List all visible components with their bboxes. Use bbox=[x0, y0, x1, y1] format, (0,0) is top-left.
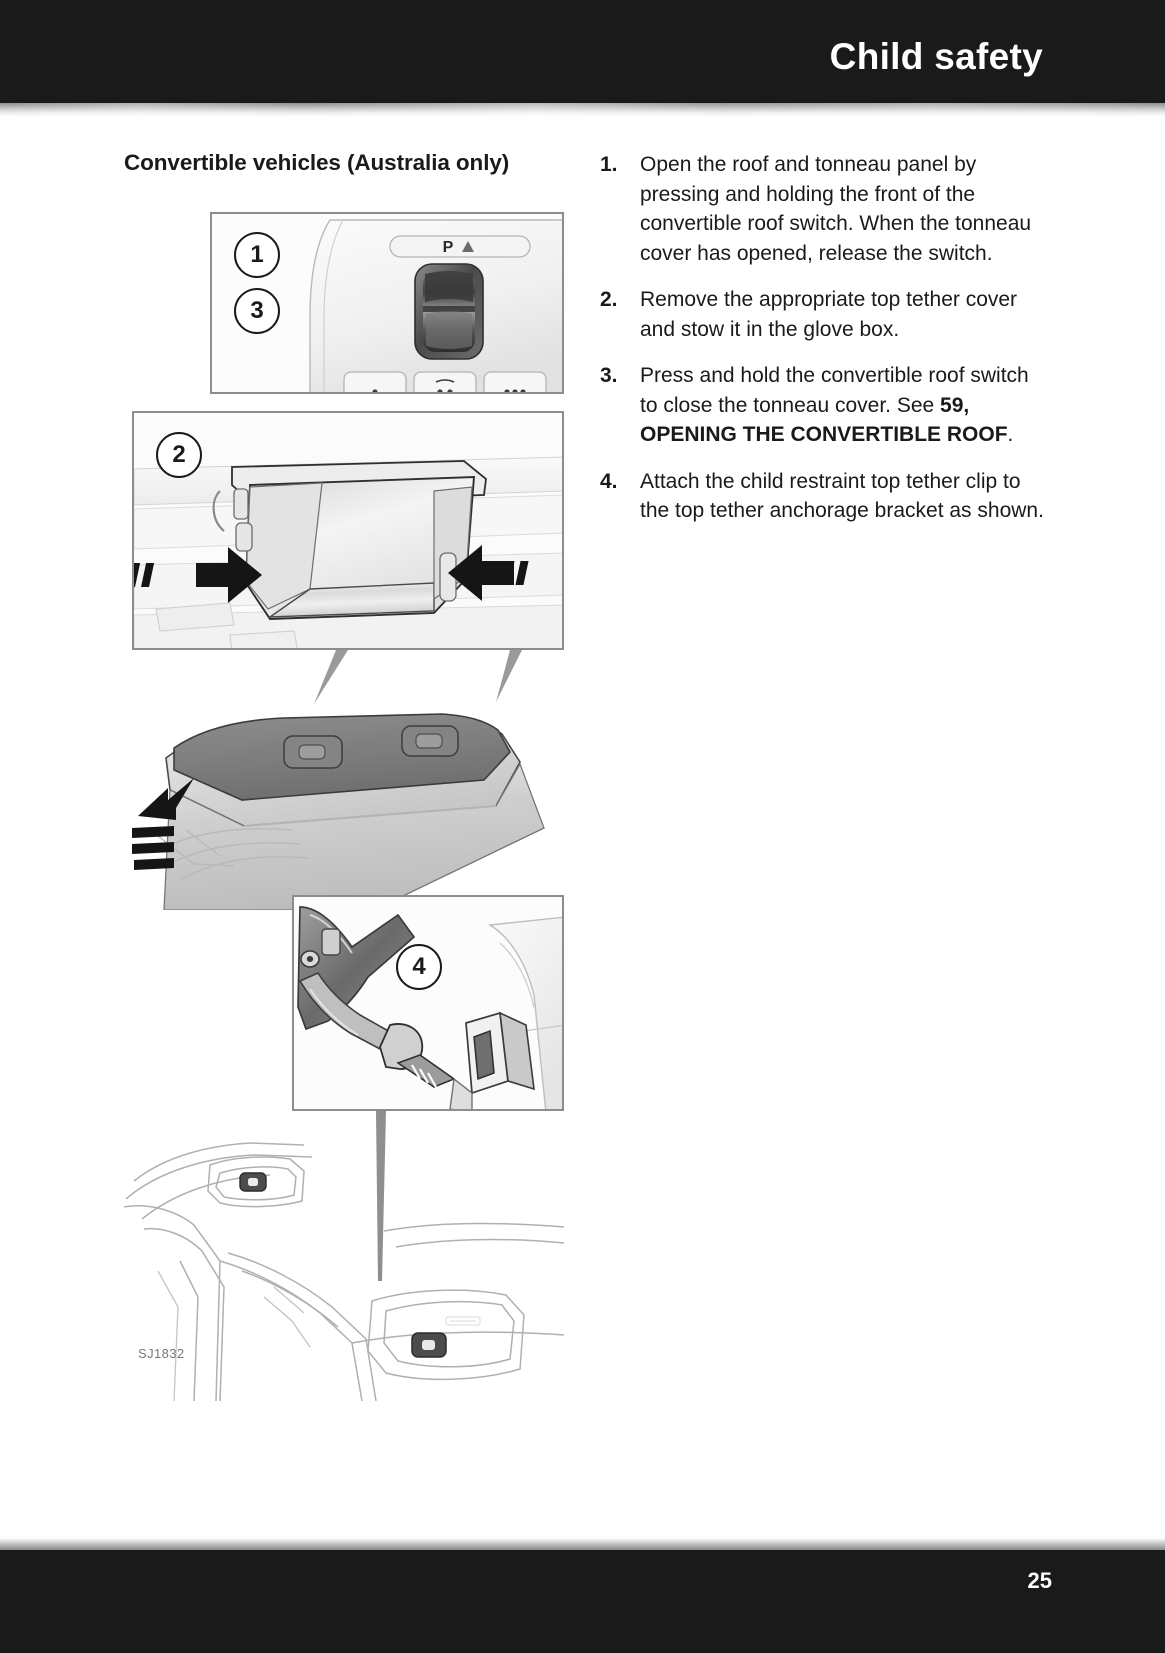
numbered-steps-list: 1. Open the roof and tonneau panel by pre… bbox=[600, 150, 1050, 526]
tether-clip-panel bbox=[292, 895, 564, 1111]
glove-box-panel bbox=[132, 411, 564, 650]
callout-2-label: 2 bbox=[172, 441, 186, 468]
page-header-bar bbox=[0, 0, 1165, 103]
left-push-arrow-icon bbox=[134, 547, 262, 603]
figure-code-caption: SJ1832 bbox=[138, 1346, 185, 1361]
step-text-run: Press and hold the convertible roof swit… bbox=[640, 364, 1029, 417]
footer-divider-rule bbox=[0, 1538, 1165, 1550]
step-text-run: Remove the appropriate top tether cover … bbox=[640, 288, 1018, 341]
tonneau-panel-body bbox=[163, 713, 545, 911]
step-item: 1. Open the roof and tonneau panel by pre… bbox=[600, 150, 1050, 268]
step-item: 3. Press and hold the convertible roof sw… bbox=[600, 361, 1050, 450]
step-text: Attach the child restraint top tether cl… bbox=[640, 467, 1050, 526]
callout-4-label: 4 bbox=[412, 953, 426, 980]
step-number: 2. bbox=[600, 288, 618, 311]
step-text-run: . bbox=[1007, 423, 1014, 446]
page-content: Convertible vehicles (Australia only) bbox=[0, 117, 1165, 1538]
svg-text:P: P bbox=[443, 239, 454, 256]
tether-clip-icon bbox=[379, 1023, 456, 1088]
rear-deck-illustration bbox=[123, 1111, 565, 1402]
tether-clip-drawing bbox=[294, 897, 562, 1109]
step-text: Press and hold the convertible roof swit… bbox=[640, 361, 1050, 450]
park-indicator-icon: P bbox=[389, 235, 531, 258]
step-text-run: Open the roof and tonneau panel by press… bbox=[640, 153, 1032, 265]
left-column: Convertible vehicles (Australia only) bbox=[123, 150, 565, 1402]
step-text-run: Attach the child restraint top tether cl… bbox=[640, 469, 1044, 523]
callout-4: 4 bbox=[396, 944, 442, 990]
tonneau-cover-illustration bbox=[124, 650, 564, 911]
right-push-arrow-icon bbox=[448, 545, 529, 601]
tether-cover-recess-right bbox=[401, 725, 459, 757]
header-divider-rule bbox=[0, 103, 1165, 117]
step-text: Open the roof and tonneau panel by press… bbox=[640, 150, 1050, 268]
top-tether-strap bbox=[297, 906, 416, 1051]
step-text-emphasis: 59, OPENING THE CONVERTIBLE ROOF bbox=[640, 393, 1008, 447]
step-number: 3. bbox=[600, 364, 618, 387]
step-text: Remove the appropriate top tether cover … bbox=[640, 285, 1050, 344]
console-buttons bbox=[343, 371, 547, 392]
glove-box-drawing bbox=[134, 413, 562, 648]
tether-anchorage-right bbox=[411, 1332, 447, 1358]
tonneau-cover-drawing bbox=[132, 650, 545, 911]
step-number: 1. bbox=[600, 153, 618, 176]
roof-open-arrow-icon bbox=[132, 778, 194, 870]
right-column: 1. Open the roof and tonneau panel by pre… bbox=[600, 150, 1050, 543]
callout-3-label: 3 bbox=[250, 297, 264, 324]
page-footer-bar: 25 bbox=[0, 1550, 1165, 1653]
illustration-figure: P bbox=[123, 198, 565, 1402]
top-tether-anchorage-bracket bbox=[449, 1011, 535, 1109]
callout-1-label: 1 bbox=[250, 241, 264, 268]
step-item: 2. Remove the appropriate top tether cove… bbox=[600, 285, 1050, 344]
anchorage-label bbox=[445, 1316, 481, 1326]
tether-anchorage-left bbox=[239, 1172, 267, 1192]
page-number: 25 bbox=[1027, 1568, 1052, 1593]
step-number: 4. bbox=[600, 469, 618, 493]
page-title: Child safety bbox=[829, 36, 1043, 77]
tether-cover-recess-left bbox=[283, 735, 343, 769]
section-heading: Convertible vehicles (Australia only) bbox=[124, 150, 510, 175]
step-item: 4. Attach the child restraint top tether … bbox=[600, 467, 1050, 526]
rear-deck-drawing bbox=[123, 1111, 565, 1402]
roof-switch-drawing: P bbox=[212, 214, 562, 392]
roof-mechanism-lines bbox=[157, 828, 309, 881]
callout-2: 2 bbox=[156, 432, 202, 478]
callout-3: 3 bbox=[234, 288, 280, 334]
callout-1: 1 bbox=[234, 232, 280, 278]
open-glove-box bbox=[212, 460, 487, 620]
convertible-roof-switch bbox=[414, 263, 484, 360]
